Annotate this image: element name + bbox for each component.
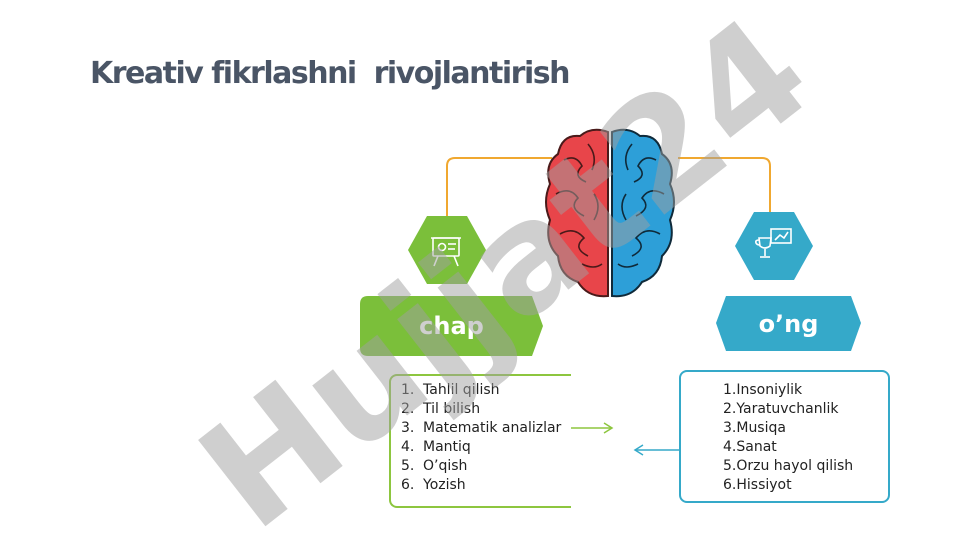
list-item: 4.Mantiq — [401, 439, 471, 455]
slide-title: Kreativ fikrlashni rivojlantirish — [90, 56, 570, 91]
list-item: 5. Orzu hayol qilish — [723, 458, 854, 474]
right-label-text: o’ng — [758, 309, 819, 338]
left-hemisphere-label: chap — [360, 296, 543, 356]
right-hexagon — [735, 212, 813, 285]
list-item: 3. Musiqa — [723, 420, 786, 436]
list-item: 1.Tahlil qilish — [401, 382, 500, 398]
left-label-text: chap — [419, 312, 484, 340]
list-item: 2.Til bilish — [401, 401, 481, 417]
list-item: 6.Yozish — [401, 477, 466, 493]
list-item: 2.Yaratuvchanlik — [723, 401, 839, 417]
brain-illustration — [545, 128, 675, 298]
left-hexagon — [408, 216, 486, 289]
left-skills-list: 1.Tahlil qilish 2.Til bilish 3.Matematik… — [389, 374, 571, 508]
right-hemisphere-label: o’ng — [716, 296, 861, 351]
list-item: 3.Matematik analizlar — [401, 420, 562, 436]
presentation-board-icon — [431, 237, 461, 267]
trophy-board-icon — [755, 228, 792, 258]
list-item: 1. Insoniylik — [723, 382, 803, 398]
list-item: 6. Hissiyot — [723, 477, 792, 493]
list-item: 4. Sanat — [723, 439, 777, 455]
list-item: 5.O’qish — [401, 458, 468, 474]
right-skills-list: 1. Insoniylik 2.Yaratuvchanlik 3. Musiqa… — [679, 370, 890, 503]
